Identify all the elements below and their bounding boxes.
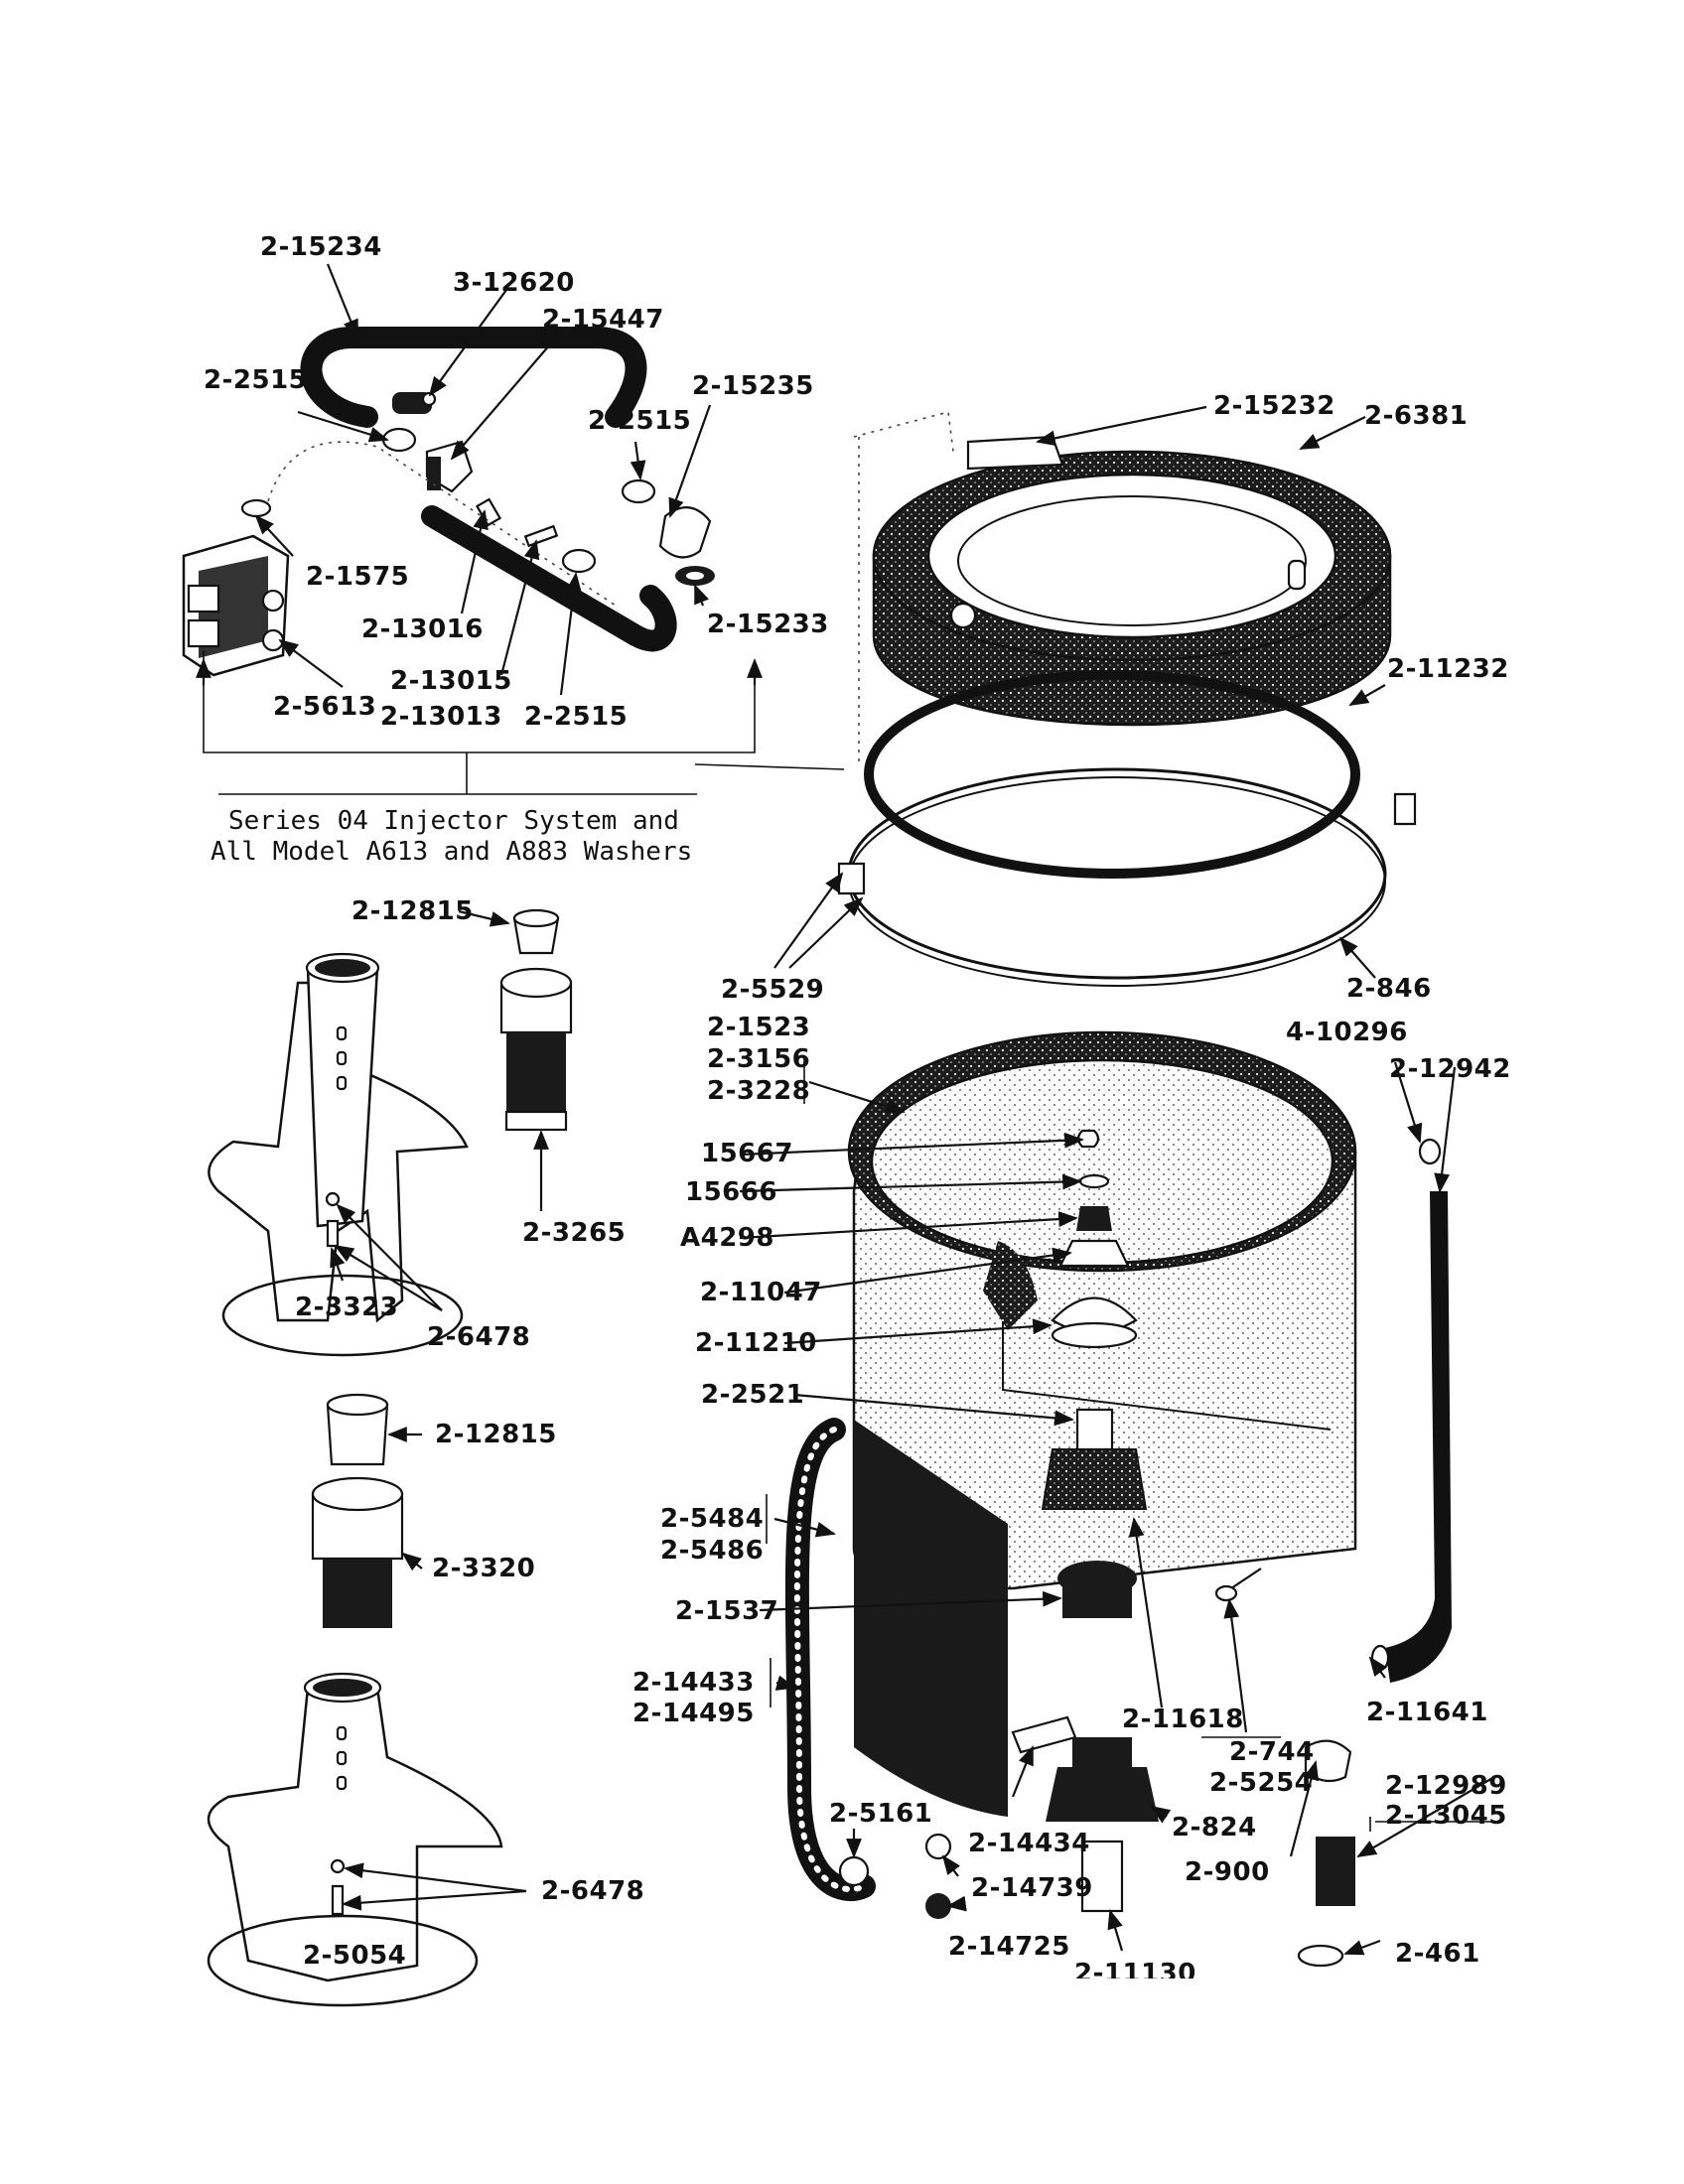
label-2-5613: 2-5613 [273, 692, 377, 722]
label-2-15447: 2-15447 [542, 305, 664, 335]
label-2-15233: 2-15233 [707, 610, 829, 639]
label-2-3323: 2-3323 [295, 1293, 399, 1322]
label-2-846: 2-846 [1346, 974, 1432, 1004]
tub-leaders [739, 1055, 1495, 1956]
label-2-5484: 2-5484 [660, 1504, 765, 1534]
label-2-14434: 2-14434 [968, 1829, 1090, 1858]
wash-basket-2-1523 [847, 1030, 1357, 1590]
label-2-13016: 2-13016 [361, 614, 484, 644]
label-2-11232: 2-11232 [1387, 654, 1509, 684]
caption-line-2: All Model A613 and A883 Washers [210, 837, 693, 867]
label-2-11618: 2-11618 [1122, 1705, 1244, 1734]
small-parts-right [838, 1138, 1452, 1968]
label-4-10296: 4-10296 [1286, 1018, 1408, 1047]
label-a4298: A4298 [680, 1223, 774, 1253]
label-2-12815-a: 2-12815 [351, 896, 474, 926]
label-2-1537: 2-1537 [675, 1596, 779, 1626]
elbow-2-15235 [658, 506, 715, 586]
label-2-1575: 2-1575 [306, 562, 410, 592]
label-2-14433: 2-14433 [632, 1668, 755, 1698]
filter-2-3320 [311, 1393, 404, 1628]
bracket-injector [203, 650, 756, 794]
agitator-stack [1041, 1129, 1159, 1913]
label-2-15235: 2-15235 [692, 371, 814, 401]
water-valve-2-5613 [182, 534, 290, 677]
label-2-2515-a: 2-2515 [204, 365, 308, 395]
label-2-5529: 2-5529 [721, 975, 825, 1005]
label-2-12942: 2-12942 [1389, 1054, 1511, 1084]
injector-leaders [196, 263, 763, 696]
label-2-3228: 2-3228 [707, 1076, 811, 1106]
drain-hose-2-14433 [784, 1418, 876, 1901]
label-2-5486: 2-5486 [660, 1536, 765, 1566]
label-2-11130: 2-11130 [1074, 1959, 1196, 1979]
label-2-824: 2-824 [1172, 1813, 1257, 1843]
injector-hose-2-15234 [300, 327, 647, 428]
injector-tube-lower [421, 505, 677, 652]
tub-ring-2-11232 [864, 670, 1360, 879]
label-2-14739: 2-14739 [971, 1873, 1093, 1903]
label-2-2521: 2-2521 [701, 1380, 805, 1410]
label-2-15234: 2-15234 [260, 232, 382, 262]
tub-ring-2-846 [837, 767, 1417, 987]
caption-line-1: Series 04 Injector System and [228, 806, 679, 836]
label-2-1523: 2-1523 [707, 1013, 811, 1042]
label-2-744: 2-744 [1229, 1737, 1315, 1767]
label-2-13045: 2-13045 [1385, 1801, 1507, 1831]
left-leaders [330, 909, 549, 1911]
label-2-3156: 2-3156 [707, 1044, 811, 1074]
label-2-12989: 2-12989 [1385, 1771, 1507, 1801]
label-2-3320: 2-3320 [432, 1554, 536, 1583]
label-2-12815-b: 2-12815 [435, 1420, 557, 1449]
label-2-11210: 2-11210 [695, 1328, 817, 1358]
label-2-14495: 2-14495 [632, 1699, 755, 1728]
label-2-900: 2-900 [1185, 1857, 1270, 1887]
label-2-3265: 2-3265 [522, 1218, 627, 1248]
hose-clamp-2-2515 [381, 427, 656, 574]
label-2-13015: 2-13015 [390, 666, 512, 696]
tub-cover-2-6381 [872, 435, 1392, 727]
small-fittings [240, 497, 559, 548]
label-15666: 15666 [685, 1177, 777, 1207]
agitator-upper [208, 952, 469, 1357]
label-2-15232: 2-15232 [1213, 391, 1335, 421]
label-3-12620: 3-12620 [453, 268, 575, 298]
label-2-6478-b: 2-6478 [541, 1876, 645, 1906]
label-2-11047: 2-11047 [700, 1278, 822, 1307]
label-2-2515-c: 2-2515 [524, 702, 629, 732]
label-2-11641: 2-11641 [1366, 1698, 1488, 1727]
small-screw-3-12620 [421, 391, 437, 407]
label-2-2515-b: 2-2515 [588, 406, 692, 436]
label-2-5054: 2-5054 [303, 1941, 407, 1971]
filter-2-3265 [499, 908, 573, 1132]
connector-line [694, 763, 845, 770]
basket-wall-2-5484 [854, 1420, 1008, 1817]
label-2-5254: 2-5254 [1209, 1768, 1314, 1798]
cover-guide [853, 410, 954, 453]
label-2-14725: 2-14725 [948, 1932, 1070, 1962]
label-2-13013: 2-13013 [380, 702, 502, 732]
label-15667: 15667 [701, 1139, 793, 1168]
label-2-5161: 2-5161 [829, 1799, 933, 1829]
label-2-6381: 2-6381 [1364, 401, 1469, 431]
right-top-leaders [773, 405, 1386, 979]
agitator-lower-2-5054 [207, 1672, 503, 2007]
label-2-6478-a: 2-6478 [427, 1322, 531, 1352]
label-2-461: 2-461 [1395, 1939, 1480, 1969]
